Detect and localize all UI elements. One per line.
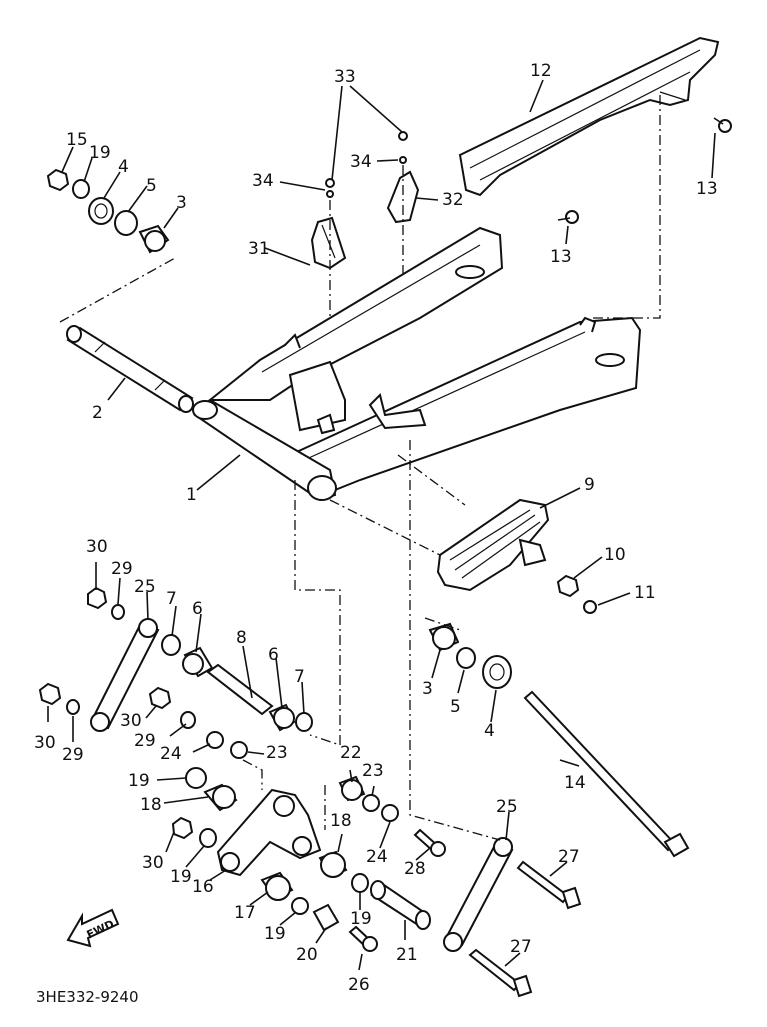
chain-slider [436, 498, 550, 592]
forward-arrow-badge: FWD [66, 908, 120, 948]
bolts [348, 600, 690, 998]
part-label: 28 [404, 859, 426, 879]
part-label: 29 [111, 559, 133, 579]
pivot-bearing-stack [46, 168, 170, 254]
part-label: 1 [186, 485, 197, 505]
part-label: 27 [510, 937, 532, 957]
part-label: 32 [442, 190, 464, 210]
part-label: 12 [530, 61, 552, 81]
part-label: 18 [330, 811, 352, 831]
part-label: 19 [264, 924, 286, 944]
part-number-labels: 33 12 15 19 4 5 3 34 34 32 13 13 31 2 1 … [34, 61, 718, 995]
part-label: 22 [340, 743, 362, 763]
part-label: 13 [696, 179, 718, 199]
part-label: 19 [128, 771, 150, 791]
part-label: 30 [120, 711, 142, 731]
connecting-rod-left [90, 618, 160, 732]
part-label: 10 [604, 545, 626, 565]
part-label: 30 [34, 733, 56, 753]
part-label: 17 [234, 903, 256, 923]
part-label: 25 [496, 797, 518, 817]
brake-hose-holder [310, 216, 347, 270]
part-label: 3 [176, 193, 187, 213]
swingarm [192, 226, 642, 502]
part-label: 7 [294, 667, 305, 687]
screws-top [325, 119, 732, 224]
part-label: 33 [334, 67, 356, 87]
part-label: 4 [118, 157, 129, 177]
part-label: 9 [584, 475, 595, 495]
leader-lines [47, 79, 724, 971]
part-label: 29 [134, 731, 156, 751]
part-label: 8 [236, 628, 247, 648]
part-label: 23 [362, 761, 384, 781]
part-label: 16 [192, 877, 214, 897]
part-label: 4 [484, 721, 495, 741]
part-label: 3 [422, 679, 433, 699]
part-label: 18 [140, 795, 162, 815]
part-label: 30 [86, 537, 108, 557]
relay-arm [216, 788, 322, 877]
part-label: 19 [350, 909, 372, 929]
part-label: 13 [550, 247, 572, 267]
part-label: 19 [89, 143, 111, 163]
part-label: 34 [252, 171, 274, 191]
chain-case [458, 36, 720, 197]
part-label: 34 [350, 152, 372, 172]
part-label: 26 [348, 975, 370, 995]
part-label: 14 [564, 773, 586, 793]
part-label: 31 [248, 239, 270, 259]
part-label: 30 [142, 853, 164, 873]
part-label: 24 [366, 847, 388, 867]
part-label: 20 [296, 945, 318, 965]
assembly-dashed-lines [59, 95, 661, 841]
part-label: 6 [268, 645, 279, 665]
part-label: 29 [62, 745, 84, 765]
drawing-code: 3HE332-9240 [36, 988, 139, 1006]
part-label: 6 [192, 599, 203, 619]
part-label: 24 [160, 744, 182, 764]
part-label: 5 [146, 176, 157, 196]
part-label: 19 [170, 867, 192, 887]
part-label: 15 [66, 130, 88, 150]
part-label: 7 [166, 589, 177, 609]
part-label: 25 [134, 577, 156, 597]
brake-hose-clamp [386, 170, 420, 224]
part-label: 5 [450, 697, 461, 717]
part-label: 21 [396, 945, 418, 965]
part-label: 11 [634, 583, 656, 603]
connecting-rod-right [443, 837, 514, 952]
bushings-spacers [38, 574, 580, 932]
part-label: 23 [266, 743, 288, 763]
pivot-shaft [66, 325, 194, 413]
part-label: 2 [92, 403, 103, 423]
part-label: 27 [558, 847, 580, 867]
